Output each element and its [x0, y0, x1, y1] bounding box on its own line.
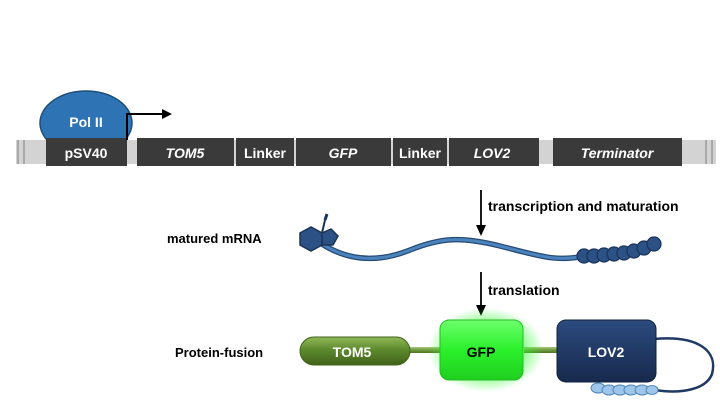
- helix-icon: [590, 382, 659, 396]
- lov2-domain-label: LOV2: [588, 344, 625, 360]
- mrna-label: matured mRNA: [167, 231, 262, 246]
- protein-linker-1: [400, 347, 450, 353]
- tom5-domain-label: TOM5: [333, 344, 372, 360]
- segment-linker-1: [236, 138, 294, 166]
- dna-end-ticks-left: [17, 140, 25, 164]
- segment-label-gfp: GFP: [329, 145, 358, 161]
- segment-terminator: [553, 138, 682, 166]
- protein-linker-2: [524, 347, 566, 353]
- segment-tom5: [137, 138, 234, 166]
- pol-ii-label: Pol II: [69, 114, 102, 130]
- protein-fusion-label: Protein-fusion: [175, 345, 263, 360]
- gfp-domain: [439, 319, 524, 381]
- segment-label-linker-1: Linker: [244, 145, 287, 161]
- segment-lov2: [449, 138, 539, 166]
- segment-label-terminator: Terminator: [581, 145, 655, 161]
- poly-a-tail-icon: [576, 236, 662, 264]
- lov2-tail: [653, 337, 715, 393]
- translation-label: translation: [488, 282, 560, 298]
- lov2-domain: [556, 319, 657, 383]
- mrna: matured mRNA: [167, 213, 662, 264]
- segment-gfp: [296, 138, 391, 166]
- transcription-start-arrow: [126, 109, 172, 140]
- segment-linker-2: [393, 138, 447, 166]
- transcription-step: transcription and maturation: [476, 190, 679, 236]
- dna-construct: Pol II pSV40 TOM5 Linker GFP Linker LOV2…: [16, 90, 716, 166]
- segment-label-linker-2: Linker: [399, 145, 442, 161]
- mrna-strand: [320, 238, 587, 260]
- tom5-domain: [299, 336, 411, 366]
- mrna-cap-icon: [299, 213, 339, 252]
- segment-label-lov2: LOV2: [474, 145, 511, 161]
- segment-psv40: [46, 138, 127, 166]
- gfp-domain-label: GFP: [467, 344, 496, 360]
- segment-label-tom5: TOM5: [166, 145, 205, 161]
- protein-fusion: Protein-fusion TOM5 GFP LOV2: [175, 308, 715, 396]
- transcription-arrow-head: [476, 225, 486, 236]
- transcription-label: transcription and maturation: [488, 198, 679, 214]
- segment-label-psv40: pSV40: [65, 145, 108, 161]
- dna-end-ticks-right: [705, 140, 713, 164]
